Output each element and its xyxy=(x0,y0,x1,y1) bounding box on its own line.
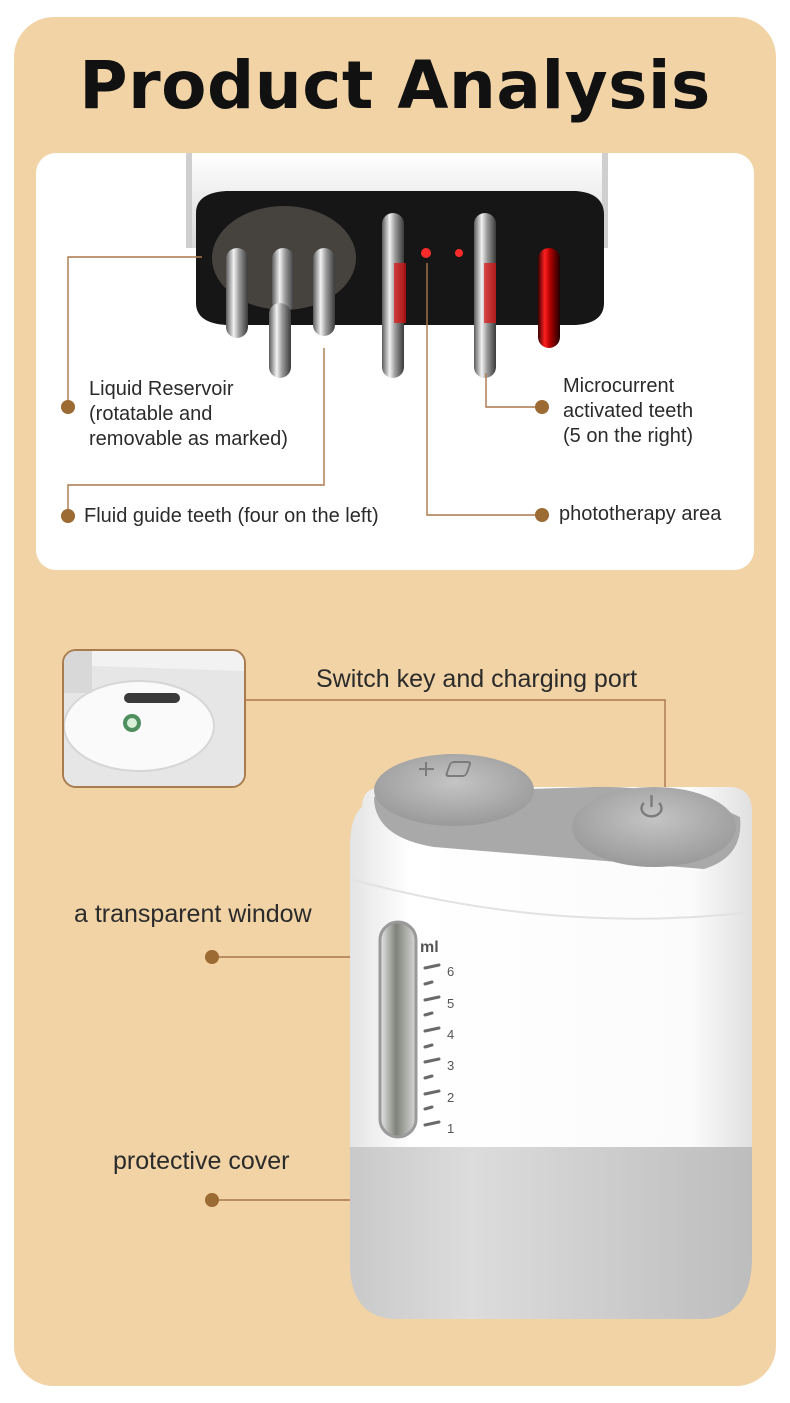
liquid-reservoir-marker xyxy=(61,400,75,414)
scale-tick-4: 4 xyxy=(447,1027,455,1042)
device-illustration xyxy=(213,699,753,1319)
scale-tick-5: 5 xyxy=(447,996,455,1011)
window-marker xyxy=(205,950,219,964)
scale-tick-2: 2 xyxy=(447,1090,455,1105)
cover-marker xyxy=(205,1193,219,1207)
switch-closeup-thumbnail xyxy=(62,649,246,788)
charging-icon xyxy=(419,761,472,777)
scale-tick-3: 3 xyxy=(447,1058,455,1073)
phototherapy-label: phototherapy area xyxy=(559,503,722,525)
microcurrent-label: Microcurrent activated teeth (5 on the r… xyxy=(563,375,694,447)
switch-closeup-illustration xyxy=(64,651,244,786)
power-icon xyxy=(640,795,663,818)
page-title: Product Analysis xyxy=(79,47,711,124)
teeth-diagram-card: Liquid Reservoir (rotatable and removabl… xyxy=(36,153,754,570)
microcurrent-marker xyxy=(535,400,549,414)
scale-unit-label: ml xyxy=(420,939,439,956)
product-analysis-panel: Product Analysis xyxy=(14,17,776,1386)
switch-port-label: Switch key and charging port xyxy=(316,665,638,693)
transparent-window-label: a transparent window xyxy=(74,900,312,928)
protective-cover-label: protective cover xyxy=(113,1147,290,1175)
liquid-reservoir-label: Liquid Reservoir (rotatable and removabl… xyxy=(89,378,288,450)
fluid-guide-marker xyxy=(61,509,75,523)
comb-head-illustration xyxy=(67,153,608,523)
scale-tick-1: 1 xyxy=(447,1121,455,1136)
phototherapy-marker xyxy=(535,508,549,522)
scale-tick-6: 6 xyxy=(447,964,455,979)
fluid-guide-label: Fluid guide teeth (four on the left) xyxy=(84,505,379,527)
